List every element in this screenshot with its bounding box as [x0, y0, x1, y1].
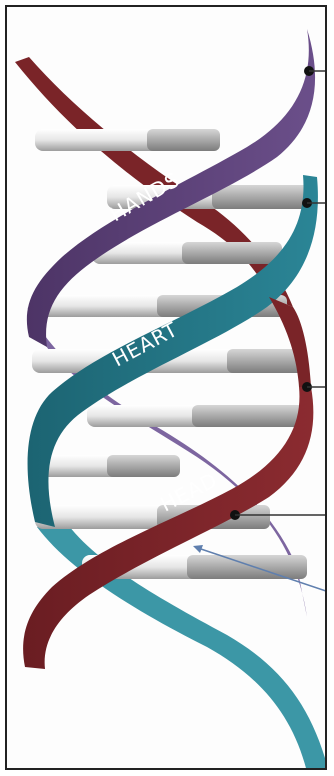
diagram-frame: HANDS HEART HEAD [5, 5, 327, 770]
rung-1-dark [147, 129, 220, 151]
rung-6-dark [192, 405, 307, 427]
dna-helix-diagram: HANDS HEART HEAD [7, 7, 327, 770]
arrowhead-icon [193, 545, 203, 553]
rung-2-dark [212, 185, 312, 209]
rung-7-dark [107, 455, 180, 477]
rung-9-dark [187, 555, 307, 579]
rung-3-dark [182, 242, 282, 264]
heart-ribbon-back-lower [37, 512, 327, 770]
